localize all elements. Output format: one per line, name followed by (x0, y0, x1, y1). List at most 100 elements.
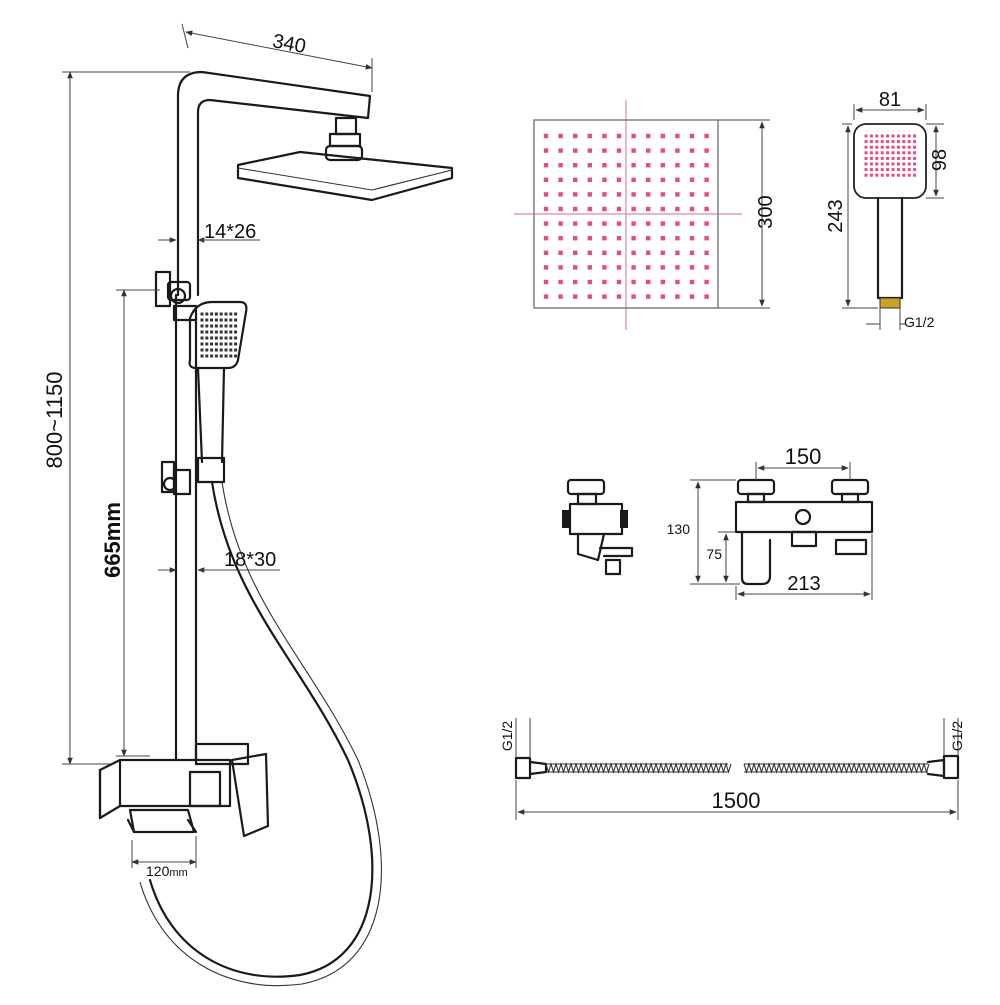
rain-nozzle (543, 206, 549, 212)
rain-nozzle (689, 148, 695, 153)
front-knob-right-stem (840, 492, 860, 504)
rain-nozzle (704, 192, 709, 197)
rain-nozzle (646, 250, 651, 255)
front-knob-left (736, 478, 776, 496)
hand-face-nozzle (907, 134, 911, 138)
hand-side-nozzle (214, 342, 218, 346)
hand-side-nozzle (224, 354, 228, 358)
hand-side-nozzle (205, 324, 209, 328)
hand-face-nozzle (891, 140, 895, 144)
hand-side-nozzle (214, 336, 218, 340)
hand-face-nozzle (886, 140, 890, 144)
hand-face-nozzle (896, 140, 900, 144)
arm-connector (334, 116, 358, 136)
rain-nozzle (587, 250, 592, 255)
hand-side-nozzle (224, 336, 228, 340)
hand-side-nozzle (234, 336, 238, 340)
hand-side-nozzle (200, 354, 204, 358)
rain-nozzle (573, 133, 578, 139)
hand-face-nozzle (913, 140, 917, 144)
rain-nozzle (543, 279, 549, 285)
hand-side-nozzle (219, 318, 223, 322)
hand-face-nozzle (875, 140, 879, 144)
rain-nozzle (704, 206, 709, 212)
hand-side-nozzle (205, 354, 209, 358)
hand-face-nozzle (875, 156, 879, 160)
hand-face-nozzle (869, 168, 873, 172)
rain-nozzle (616, 221, 622, 226)
rain-nozzle (631, 236, 636, 241)
hose-ferrule-right (926, 758, 946, 778)
hand-side-nozzle (210, 330, 214, 334)
hand-face-nozzle (880, 173, 884, 177)
rain-nozzle (558, 221, 563, 226)
hand-face-nozzle (869, 162, 873, 166)
hose-ferrule-left (528, 760, 548, 776)
hand-side-nozzle (219, 342, 223, 346)
rain-head-top-view (514, 100, 742, 330)
hand-face-nozzle (913, 145, 917, 149)
hand-side-nozzle (214, 348, 218, 352)
dim-label-mixer-height: 130 (667, 521, 691, 537)
mixer-lever (230, 752, 270, 838)
rain-nozzle (602, 177, 607, 182)
rain-nozzle (646, 265, 651, 270)
dim-label-total-height: 800~1150 (42, 372, 67, 469)
hand-face-nozzle (896, 173, 900, 177)
rain-nozzle (616, 133, 622, 139)
rain-nozzle (689, 236, 695, 241)
rain-nozzle (573, 279, 578, 285)
rain-nozzle (689, 250, 695, 255)
hand-side-nozzle (219, 330, 223, 334)
shower-hose-straight (514, 754, 960, 780)
rain-nozzle (558, 148, 563, 153)
hand-side-nozzle (219, 312, 223, 316)
rain-nozzle (573, 236, 578, 241)
hand-face-nozzle (902, 151, 906, 155)
hand-side-nozzle (205, 336, 209, 340)
dim-label-spout: 120mm (146, 863, 188, 879)
hand-side-nozzle (229, 330, 233, 334)
front-spout (740, 530, 772, 586)
hand-face-nozzle (913, 162, 917, 166)
hand-face-nozzle (907, 151, 911, 155)
rain-nozzle (558, 206, 563, 212)
hand-shower-grip (876, 196, 904, 300)
hand-side-nozzle (229, 348, 233, 352)
rain-nozzle (587, 236, 592, 241)
rain-nozzle (689, 163, 695, 168)
hand-face-nozzle (907, 173, 911, 177)
hand-side-nozzle (219, 324, 223, 328)
rain-nozzle (616, 236, 622, 241)
rain-nozzle (689, 294, 695, 299)
hand-face-nozzle (875, 173, 879, 177)
dim-label-outlet-height: 75 (706, 546, 722, 562)
dim-label-lower-tube: 18*30 (224, 549, 276, 571)
hand-face-nozzle (886, 145, 890, 149)
rain-nozzle (704, 294, 709, 299)
rain-nozzle (689, 265, 695, 270)
hand-side-nozzle (200, 330, 204, 334)
rain-nozzle (587, 279, 592, 285)
overhead-arm (176, 70, 372, 297)
side-inlet-right (620, 510, 628, 528)
rain-nozzle (558, 279, 563, 285)
dim-spout: 120mm (131, 836, 197, 879)
rain-nozzle (558, 250, 563, 255)
rain-nozzle (675, 148, 680, 153)
rain-nozzle (543, 163, 549, 168)
hand-side-nozzle (229, 354, 233, 358)
rain-nozzle (602, 265, 607, 270)
hose-coil-right (743, 762, 930, 774)
rain-nozzle (660, 294, 665, 299)
hand-side-nozzle (214, 354, 218, 358)
rain-nozzle (675, 133, 680, 139)
hand-face-nozzle (896, 162, 900, 166)
rain-nozzle (646, 294, 651, 299)
rain-nozzle (631, 294, 636, 299)
dim-hand-shower: 81 98 243 G1/2 (825, 89, 951, 330)
mixer-side-view (562, 478, 634, 576)
hand-face-nozzle (880, 134, 884, 138)
